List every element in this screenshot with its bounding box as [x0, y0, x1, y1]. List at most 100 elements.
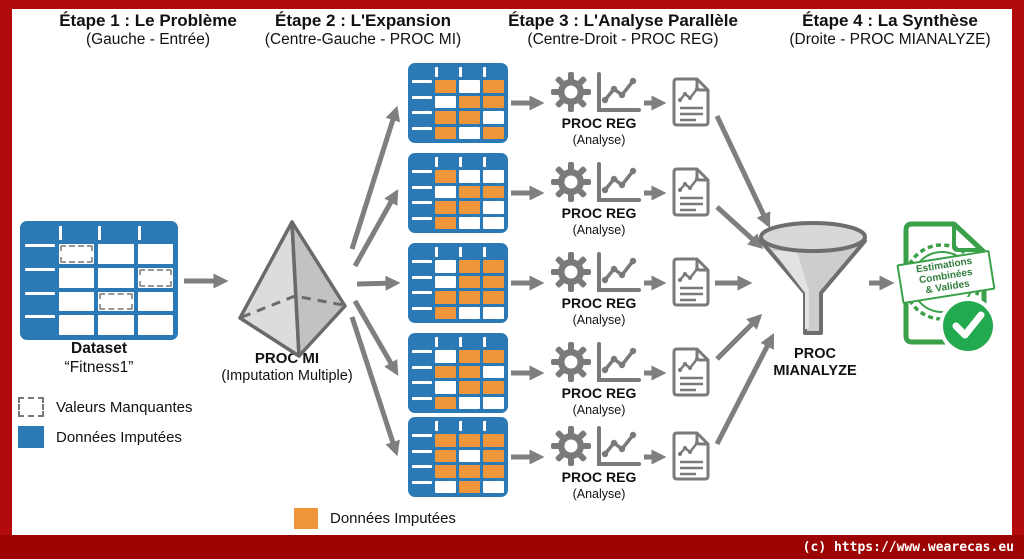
line-chart-icon [597, 72, 641, 112]
report-document-icon [672, 257, 710, 307]
legend-missing-label: Valeurs Manquantes [56, 399, 193, 416]
table-cell [435, 421, 456, 431]
proc-reg-icons-1 [551, 70, 641, 114]
table-cell [483, 201, 504, 214]
proc-mianalyze-label-line2: MIANALYZE [773, 363, 857, 379]
report-document-4 [670, 346, 712, 398]
proc-reg-sublabel-4: (Analyse) [572, 403, 626, 417]
table-cell [435, 275, 456, 288]
table-cell [483, 67, 504, 77]
table-cell [435, 80, 456, 93]
check-icon [939, 297, 997, 352]
table-cell [483, 449, 504, 462]
table-cell [483, 170, 504, 183]
proc-mi-label: PROC MI [254, 350, 320, 367]
line-chart-icon [597, 426, 641, 466]
imputed-table-5 [408, 417, 508, 497]
table-cell [483, 381, 504, 394]
flow-arrow [349, 316, 400, 457]
table-cell [412, 67, 432, 77]
table-cell [98, 226, 134, 240]
table-cell [483, 465, 504, 478]
table-cell [412, 185, 432, 198]
stage-2-title: Étape 2 : L'Expansion [275, 11, 451, 30]
table-cell [137, 226, 173, 240]
table-cell [459, 381, 480, 394]
stage-3-subtitle: (Centre-Droit - PROC REG) [527, 30, 719, 48]
table-cell [412, 396, 432, 409]
proc-reg-sublabel-1: (Analyse) [572, 133, 626, 147]
table-cell [412, 95, 432, 108]
table-cell [435, 350, 456, 363]
table-cell [459, 201, 480, 214]
dataset-table-icon [20, 221, 178, 340]
table-cell [412, 157, 432, 167]
table-cell [459, 111, 480, 124]
stage-3-title: Étape 3 : L'Analyse Parallèle [508, 11, 738, 30]
missing-value-cell [99, 292, 133, 311]
missing-value-swatch [18, 397, 44, 417]
table-cell [483, 275, 504, 288]
table-cell [459, 80, 480, 93]
gear-icon [551, 252, 591, 292]
proc-reg-label-2: PROC REG [561, 205, 637, 221]
copyright-link[interactable]: (c) https://www.wearecas.eu [802, 539, 1014, 555]
flow-arrow [352, 189, 399, 268]
table-cell [483, 337, 504, 347]
table-cell [435, 247, 456, 257]
frame-border-left [0, 0, 12, 559]
stage-header-3: Étape 3 : L'Analyse Parallèle (Centre-Dr… [492, 11, 754, 49]
table-cell [435, 396, 456, 409]
table-cell [412, 111, 432, 124]
table-cell [59, 244, 95, 264]
table-cell [59, 226, 95, 240]
frame-border-bottom: (c) https://www.wearecas.eu [0, 535, 1024, 559]
table-cell [483, 421, 504, 431]
table-cell [412, 126, 432, 139]
table-cell [98, 315, 134, 335]
bottom-legend-label: Données Imputées [330, 510, 456, 527]
table-cell [412, 291, 432, 304]
table-cell [435, 126, 456, 139]
report-document-5 [670, 430, 712, 482]
flow-arrow [714, 114, 771, 229]
table-cell [435, 306, 456, 319]
table-cell [483, 247, 504, 257]
table-cell [459, 365, 480, 378]
table-cell [483, 216, 504, 229]
table-cell [435, 365, 456, 378]
table-cell [483, 111, 504, 124]
missing-value-cell [60, 245, 94, 263]
table-cell [435, 260, 456, 273]
line-chart-icon [597, 162, 641, 202]
table-cell [435, 291, 456, 304]
line-chart-icon [597, 342, 641, 382]
gear-icon [551, 426, 591, 466]
table-cell [459, 337, 480, 347]
table-cell [412, 275, 432, 288]
table-cell [459, 157, 480, 167]
table-cell [412, 350, 432, 363]
proc-reg-icons-3 [551, 250, 641, 294]
table-cell [459, 350, 480, 363]
table-cell [435, 170, 456, 183]
table-cell [459, 67, 480, 77]
stage-4-subtitle: (Droite - PROC MIANALYZE) [789, 30, 991, 48]
table-cell [483, 291, 504, 304]
table-cell [435, 67, 456, 77]
proc-reg-sublabel-3: (Analyse) [572, 313, 626, 327]
table-cell [435, 185, 456, 198]
table-cell [483, 80, 504, 93]
frame-border-top [0, 0, 1024, 9]
report-document-3 [670, 256, 712, 308]
report-document-1 [670, 76, 712, 128]
table-cell [412, 201, 432, 214]
proc-mianalyze-label-line1: PROC [794, 346, 836, 362]
table-cell [98, 244, 134, 264]
table-cell [459, 126, 480, 139]
table-cell [412, 449, 432, 462]
missing-value-cell [138, 268, 172, 287]
table-cell [412, 434, 432, 447]
gear-icon [551, 72, 591, 112]
